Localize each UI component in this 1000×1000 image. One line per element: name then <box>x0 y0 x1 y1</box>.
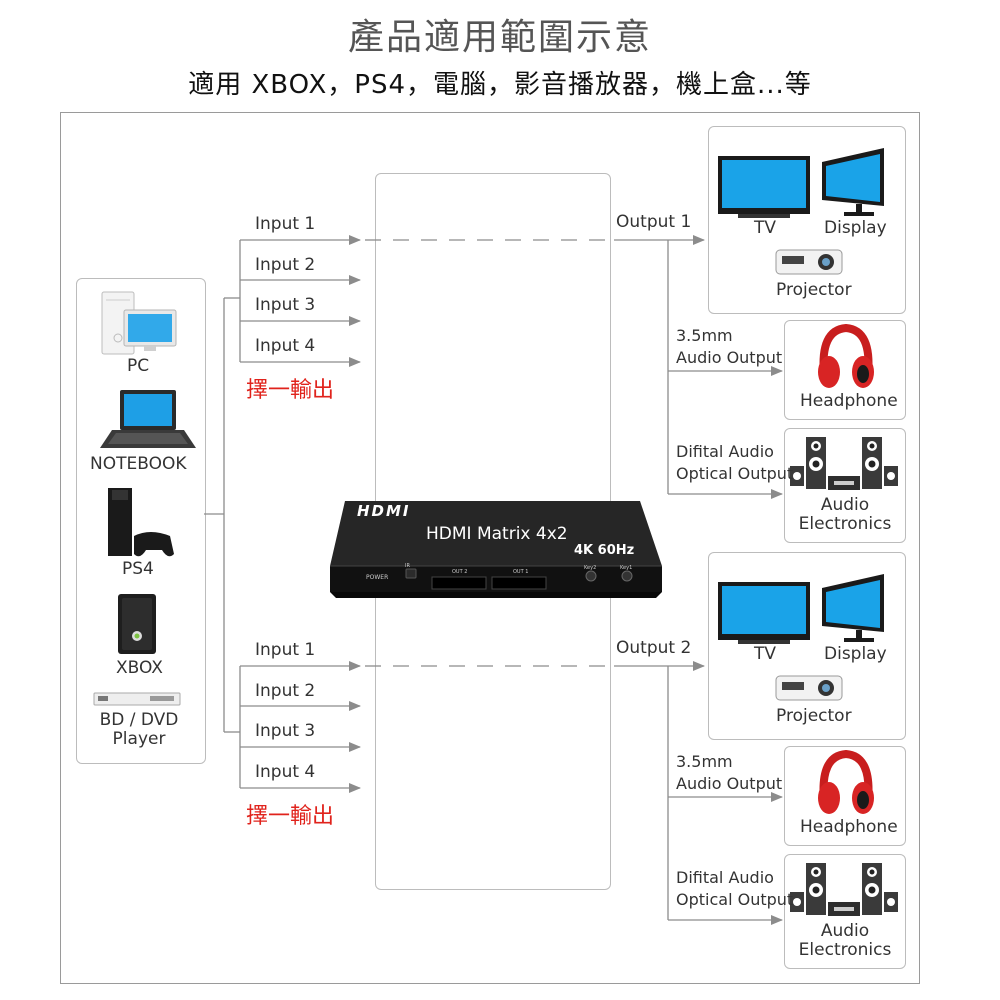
output-1-label: Output 1 <box>616 212 692 232</box>
bd-dvd-label: BD / DVD Player <box>84 711 194 749</box>
input-4-label: Input 4 <box>255 762 316 782</box>
display-label: Display <box>824 644 887 664</box>
device-name: HDMI Matrix 4x2 <box>426 524 568 544</box>
input-3-label: Input 3 <box>255 721 316 741</box>
output-2-label: Output 2 <box>616 638 692 658</box>
audio-electronics-label: Audio Electronics <box>786 922 904 960</box>
ir-label: IR <box>405 563 410 569</box>
audio-electronics-line2: Electronics <box>798 940 892 960</box>
audio-output-label: 3.5mm Audio Output <box>676 751 782 795</box>
projector-label: Projector <box>776 706 852 726</box>
ps4-icon <box>108 488 174 557</box>
notebook-label: NOTEBOOK <box>90 454 187 474</box>
input-2-label: Input 2 <box>255 255 316 275</box>
tv-icon <box>718 156 810 218</box>
notebook-icon <box>100 390 196 448</box>
out1-label: OUT 1 <box>513 569 529 575</box>
optical-output-line1: Difital Audio <box>676 442 774 461</box>
power-label: POWER <box>366 574 389 581</box>
display-icon <box>822 148 884 216</box>
headphone-icon <box>818 749 874 814</box>
select-one-output-note: 擇一輸出 <box>246 378 335 403</box>
ir-port <box>405 568 417 579</box>
optical-output-label: Difital Audio Optical Output <box>676 441 793 485</box>
input-1-label: Input 1 <box>255 640 316 660</box>
device-spec: 4K 60Hz <box>574 543 635 558</box>
key1-label: Key1 <box>620 565 633 571</box>
headphone-icon <box>818 323 874 388</box>
projector-label: Projector <box>776 280 852 300</box>
tv-label: TV <box>754 644 777 664</box>
input-3-label: Input 3 <box>255 295 316 315</box>
optical-output-line1: Difital Audio <box>676 868 774 887</box>
out1-port <box>491 576 547 590</box>
bd-dvd-line1: BD / DVD <box>99 710 179 730</box>
key2-label: Key2 <box>584 565 597 571</box>
optical-output-line2: Optical Output <box>676 464 794 483</box>
bd-dvd-line2: Player <box>112 729 166 749</box>
audio-electronics-icon <box>790 437 898 490</box>
audio-electronics-line1: Audio <box>820 921 870 941</box>
xbox-label: XBOX <box>116 658 163 678</box>
display-label: Display <box>824 218 887 238</box>
audio-output-line2: Audio Output <box>676 348 783 367</box>
tv-label: TV <box>754 218 777 238</box>
dvd-player-icon <box>93 692 181 706</box>
page-title: 產品適用範圍示意 <box>347 17 652 58</box>
audio-electronics-icon <box>790 863 898 916</box>
audio-output-line2: Audio Output <box>676 774 783 793</box>
headphone-label: Headphone <box>800 817 898 837</box>
diagram-frame <box>60 112 920 984</box>
out2-label: OUT 2 <box>452 569 468 575</box>
out2-port <box>431 576 487 590</box>
audio-electronics-line1: Audio <box>820 495 870 515</box>
headphone-panel-1 <box>784 320 906 420</box>
page-subtitle: 適用 XBOX，PS4，電腦，影音播放器，機上盒...等 <box>188 70 812 100</box>
pc-icon <box>101 291 177 355</box>
display-icon <box>822 574 884 642</box>
key1-button <box>621 570 633 582</box>
select-one-output-note: 擇一輸出 <box>246 804 335 829</box>
input-4-label: Input 4 <box>255 336 316 356</box>
xbox-icon <box>118 594 156 654</box>
ps4-label: PS4 <box>122 559 154 579</box>
pc-label: PC <box>127 356 150 376</box>
audio-output-label: 3.5mm Audio Output <box>676 325 782 369</box>
input-1-label: Input 1 <box>255 214 316 234</box>
headphone-panel-2 <box>784 746 906 846</box>
tv-icon <box>718 582 810 644</box>
key2-button <box>585 570 597 582</box>
input-2-label: Input 2 <box>255 681 316 701</box>
headphone-label: Headphone <box>800 391 898 411</box>
audio-electronics-line2: Electronics <box>798 514 892 534</box>
projector-icon <box>775 675 843 701</box>
hdmi-logo: HDMI <box>357 502 411 520</box>
optical-output-line2: Optical Output <box>676 890 794 909</box>
audio-output-line1: 3.5mm <box>676 326 733 345</box>
audio-output-line1: 3.5mm <box>676 752 733 771</box>
audio-electronics-label: Audio Electronics <box>786 496 904 534</box>
source-devices-panel <box>76 278 206 764</box>
projector-icon <box>775 249 843 275</box>
optical-output-label: Difital Audio Optical Output <box>676 867 793 911</box>
